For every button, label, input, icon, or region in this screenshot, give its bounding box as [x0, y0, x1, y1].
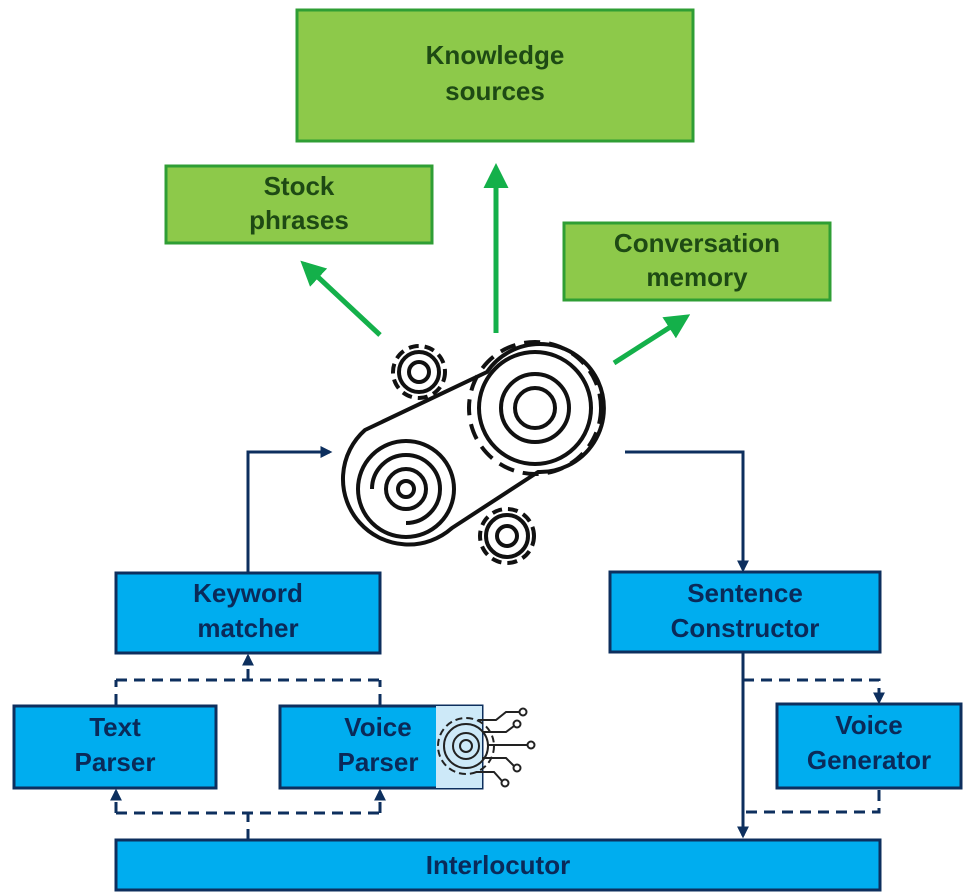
sentence-constructor-label-line1: Sentence — [687, 578, 803, 608]
voice-generator-label-line2: Generator — [807, 745, 931, 775]
keyword-matcher-box: Keyword matcher — [114, 571, 382, 655]
sentence-constructor-label-line2: Constructor — [671, 613, 820, 643]
interlocutor-box: Interlocutor — [114, 838, 882, 892]
knowledge-sources-label-line2: sources — [445, 76, 545, 106]
ai-gear-circuit-icon — [436, 706, 536, 788]
conversation-memory-label-line1: Conversation — [614, 228, 780, 258]
arrow-to-conversation-memory — [612, 314, 691, 366]
interlocutor-label: Interlocutor — [426, 850, 570, 880]
keyword-matcher-label-line1: Keyword — [193, 578, 303, 608]
stock-phrases-box: Stock phrases — [164, 164, 434, 245]
text-parser-label-line2: Parser — [75, 747, 156, 777]
stock-phrases-label-line2: phrases — [249, 205, 349, 235]
text-parser-box: Text Parser — [12, 704, 218, 790]
dashed-voice-generator-to-interlocutor — [743, 790, 881, 814]
gears-belt-icon — [341, 340, 606, 565]
stock-phrases-label-line1: Stock — [264, 171, 335, 201]
arrow-engine-to-sentence — [625, 450, 749, 573]
sentence-constructor-box: Sentence Constructor — [608, 570, 882, 654]
voice-parser-label-line1: Voice — [344, 712, 411, 742]
knowledge-sources-label-line1: Knowledge — [426, 40, 565, 70]
keyword-matcher-label-line2: matcher — [197, 613, 298, 643]
voice-generator-label-line1: Voice — [835, 710, 902, 740]
arrow-to-stock-phrases — [300, 260, 382, 337]
voice-generator-box: Voice Generator — [775, 702, 963, 790]
conversation-memory-label-line2: memory — [646, 262, 748, 292]
voice-parser-label-line2: Parser — [338, 747, 419, 777]
knowledge-sources-box: Knowledge sources — [295, 8, 695, 143]
arrow-keyword-to-engine — [246, 446, 333, 572]
conversation-memory-box: Conversation memory — [562, 221, 832, 302]
text-parser-label-line1: Text — [89, 712, 141, 742]
dashed-sentence-to-voice-generator — [743, 678, 885, 705]
